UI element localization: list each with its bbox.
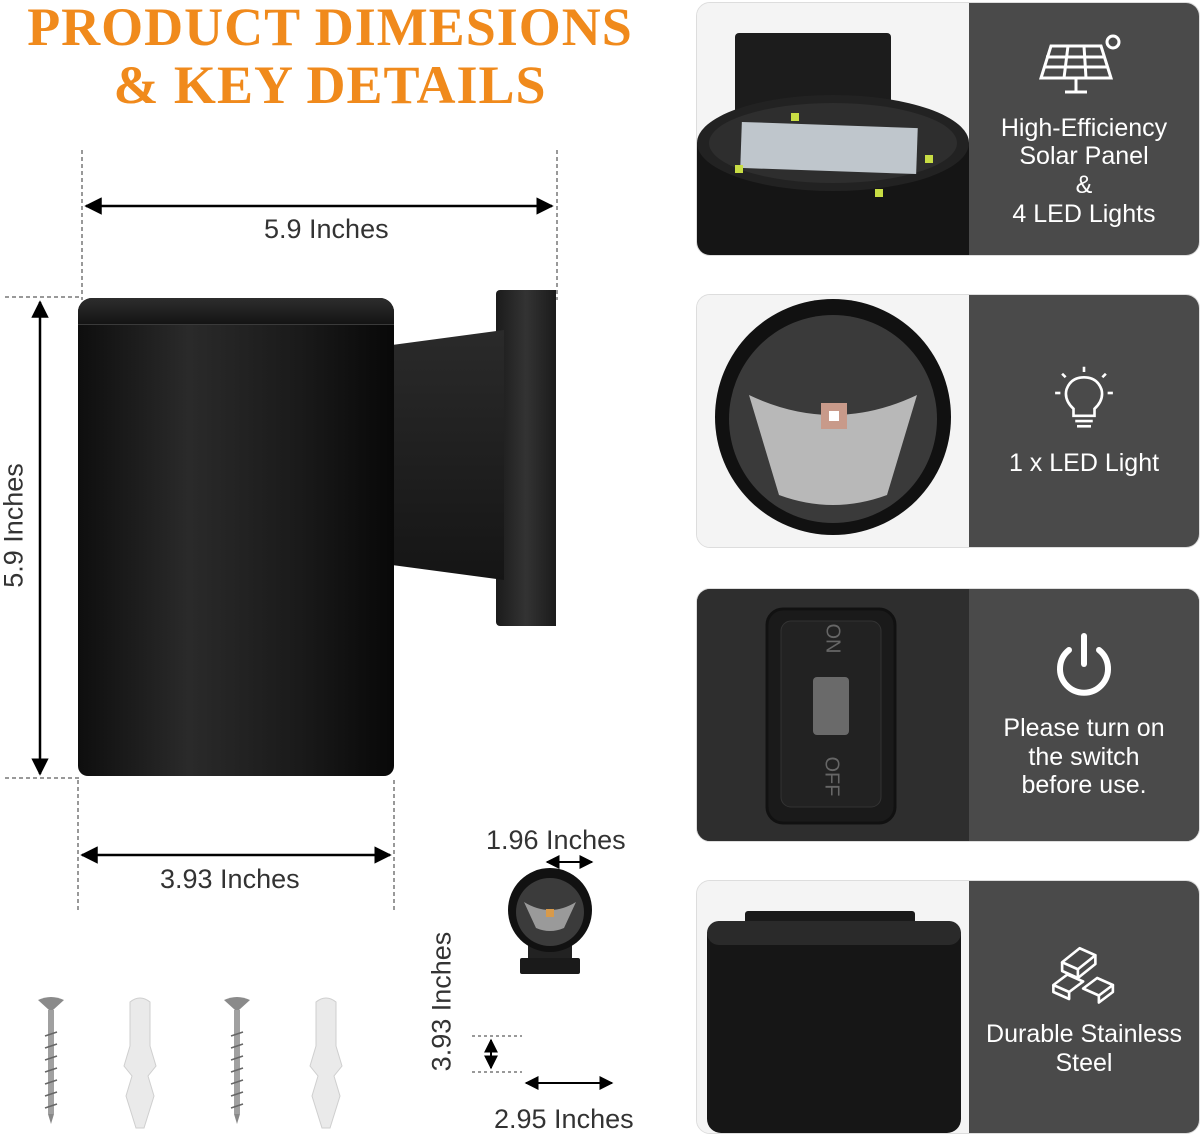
switch-off-label: OFF [820, 756, 843, 797]
lamp-front-view [508, 868, 592, 974]
screw-icon [224, 997, 250, 1124]
power-icon [1057, 632, 1111, 696]
mounting-arm [392, 330, 504, 580]
wall-anchor-icon [123, 997, 157, 1129]
base-width-label: 2.95 Inches [494, 1104, 634, 1134]
dimension-lines [5, 150, 614, 1090]
feature-card-steel: Durable Stainless Steel [696, 880, 1200, 1134]
solar-panel-icon [1039, 34, 1121, 93]
feature-text: Please turn on the switch before use. [1003, 713, 1165, 800]
feature-card-solar: High-Efficiency Solar Panel & 4 LED Ligh… [696, 2, 1200, 256]
front-height-label: 3.93 Inches [426, 931, 457, 1072]
feature-card-switch: ON OFF Please turn on the switch before … [696, 588, 1200, 842]
lamp-cylinder [78, 298, 394, 776]
feature-info: 1 x LED Light [969, 295, 1199, 547]
title-line-2: & KEY DETAILS [113, 55, 547, 115]
height-label: 5.9 Inches [0, 463, 29, 588]
light-bulb-icon [1055, 366, 1113, 428]
front-width-label: 1.96 Inches [486, 825, 626, 855]
led-closeup-photo [697, 295, 969, 547]
feature-text: 1 x LED Light [1008, 448, 1160, 477]
feature-info: Please turn on the switch before use. [969, 589, 1199, 841]
feature-info: Durable Stainless Steel [969, 881, 1199, 1133]
feature-info: High-Efficiency Solar Panel & 4 LED Ligh… [969, 3, 1199, 255]
solar-top-photo [697, 3, 969, 255]
wall-mount-plate [496, 290, 556, 626]
depth-label: 3.93 Inches [160, 864, 300, 894]
feature-text: Durable Stainless Steel [986, 1020, 1182, 1077]
feature-text: High-Efficiency Solar Panel & 4 LED Ligh… [1000, 113, 1168, 228]
width-label: 5.9 Inches [264, 214, 389, 244]
steel-bars-icon [1052, 947, 1115, 1005]
feature-card-led: 1 x LED Light [696, 294, 1200, 548]
screw-icon [38, 997, 64, 1124]
switch-on-label: ON [821, 623, 844, 654]
title-line-1: PRODUCT DIMESIONS [27, 0, 633, 57]
steel-body-photo [697, 881, 969, 1133]
switch-photo: ON OFF [697, 589, 969, 841]
wall-anchor-icon [309, 997, 343, 1129]
